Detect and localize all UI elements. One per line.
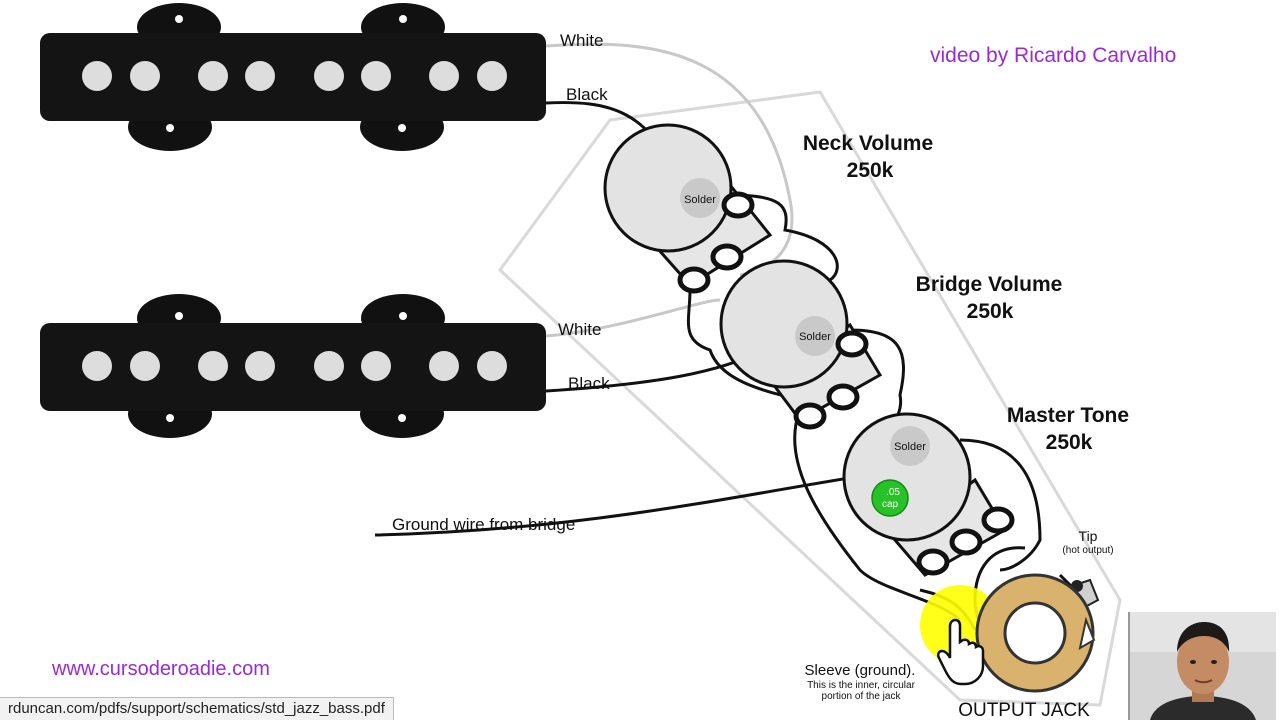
neck-black-wire-label: Black bbox=[566, 85, 608, 104]
tone-solder-label: Solder bbox=[894, 441, 926, 453]
website-link[interactable]: www.cursoderoadie.com bbox=[51, 658, 270, 680]
neck-pole-pieces bbox=[82, 61, 507, 91]
sleeve-note-1: This is the inner, circular bbox=[807, 680, 915, 691]
bridge-volume-title: Bridge Volume bbox=[916, 273, 1063, 296]
hand-cursor-icon bbox=[936, 618, 985, 686]
neck-white-wire-label: White bbox=[560, 31, 603, 50]
bridge-solder-label: Solder bbox=[799, 331, 831, 343]
control-plate-outline bbox=[498, 90, 1122, 707]
bridge-volume-value: 250k bbox=[967, 300, 1014, 323]
output-jack-title: OUTPUT JACK bbox=[958, 700, 1090, 720]
status-bar-url: rduncan.com/pdfs/support/schematics/std_… bbox=[0, 697, 394, 720]
bridge-solder-dot bbox=[795, 316, 835, 356]
neck-solder-label: Solder bbox=[684, 194, 716, 206]
master-tone-title: Master Tone bbox=[1007, 404, 1129, 427]
tip-note: (hot output) bbox=[1062, 545, 1113, 556]
tip-label: Tip bbox=[1079, 528, 1098, 544]
neck-volume-title: Neck Volume bbox=[803, 132, 933, 155]
sleeve-label: Sleeve (ground). bbox=[805, 662, 916, 679]
presenter-avatar bbox=[1130, 612, 1276, 720]
webcam-overlay bbox=[1128, 612, 1276, 720]
white-wires bbox=[545, 42, 794, 338]
bridge-pole-pieces bbox=[82, 351, 507, 381]
cap-label: cap bbox=[882, 499, 899, 510]
video-credit: video by Ricardo Carvalho bbox=[930, 44, 1176, 67]
ground-wire-label: Ground wire from bridge bbox=[392, 515, 575, 534]
neck-pickup bbox=[40, 3, 546, 151]
bridge-black-wire-label: Black bbox=[568, 374, 610, 393]
neck-volume-value: 250k bbox=[847, 159, 894, 182]
tone-capacitor bbox=[871, 479, 909, 517]
bridge-white-wire-label: White bbox=[558, 320, 601, 339]
tone-solder-dot bbox=[890, 426, 930, 466]
bridge-pickup bbox=[40, 294, 546, 438]
master-tone-value: 250k bbox=[1046, 431, 1093, 454]
sleeve-note-2: portion of the jack bbox=[822, 691, 902, 702]
neck-solder-dot bbox=[680, 178, 720, 218]
cap-value-label: .05 bbox=[886, 487, 900, 498]
